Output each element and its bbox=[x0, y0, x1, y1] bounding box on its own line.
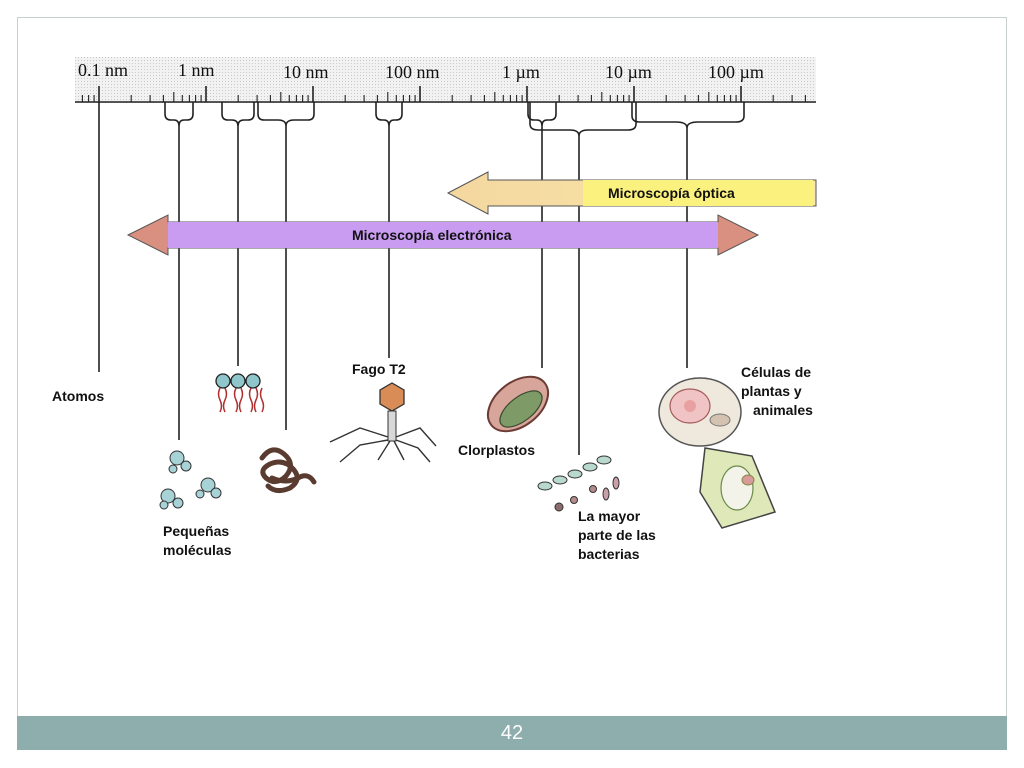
small-molecules-illustration bbox=[159, 450, 222, 510]
cells-label-line1: Células de bbox=[741, 364, 811, 380]
electron-microscopy-label: Microscopía electrónica bbox=[352, 227, 512, 243]
optical-microscopy-arrow: Microscopía óptica bbox=[446, 171, 817, 215]
bacteria-label-line3: bacterias bbox=[578, 546, 640, 562]
small-molecules-label-line1: Pequeñas bbox=[163, 523, 229, 539]
bacteria-label-line1: La mayor bbox=[578, 508, 641, 524]
tick-label-1nm: 1 nm bbox=[178, 60, 215, 80]
scale-bar-background bbox=[75, 57, 816, 103]
tick-label-10um: 10 µm bbox=[605, 62, 652, 82]
footer-bar: 42 bbox=[17, 716, 1007, 750]
small-molecules-label-line2: moléculas bbox=[163, 542, 232, 558]
electron-microscopy-arrow: Microscopía electrónica bbox=[126, 214, 760, 256]
scale-ticks bbox=[81, 86, 806, 102]
chloroplast-illustration bbox=[486, 375, 550, 433]
plant-cell-illustration bbox=[699, 447, 777, 529]
tick-label-100um: 100 µm bbox=[708, 62, 764, 82]
cells-label-line2: plantas y bbox=[741, 383, 802, 399]
page-number: 42 bbox=[500, 722, 524, 744]
tick-label-10nm: 10 nm bbox=[283, 62, 329, 82]
phage-label: Fago T2 bbox=[352, 361, 406, 377]
scale-brackets bbox=[164, 102, 745, 137]
phage-t2-illustration bbox=[329, 382, 437, 463]
protein-illustration bbox=[259, 447, 317, 494]
animal-cell-illustration bbox=[658, 377, 742, 447]
lipid-molecules-illustration bbox=[215, 373, 265, 413]
tick-label-1um: 1 µm bbox=[502, 62, 540, 82]
chloroplasts-label: Clorplastos bbox=[458, 442, 535, 458]
tick-label-100nm: 100 nm bbox=[385, 62, 440, 82]
cells-label-line3: animales bbox=[753, 402, 813, 418]
bacteria-illustration bbox=[537, 455, 620, 512]
optical-microscopy-label: Microscopía óptica bbox=[608, 185, 735, 201]
bacteria-label-line2: parte de las bbox=[578, 527, 656, 543]
atoms-label: Atomos bbox=[52, 388, 104, 404]
tick-label-0.1nm: 0.1 nm bbox=[78, 60, 128, 80]
